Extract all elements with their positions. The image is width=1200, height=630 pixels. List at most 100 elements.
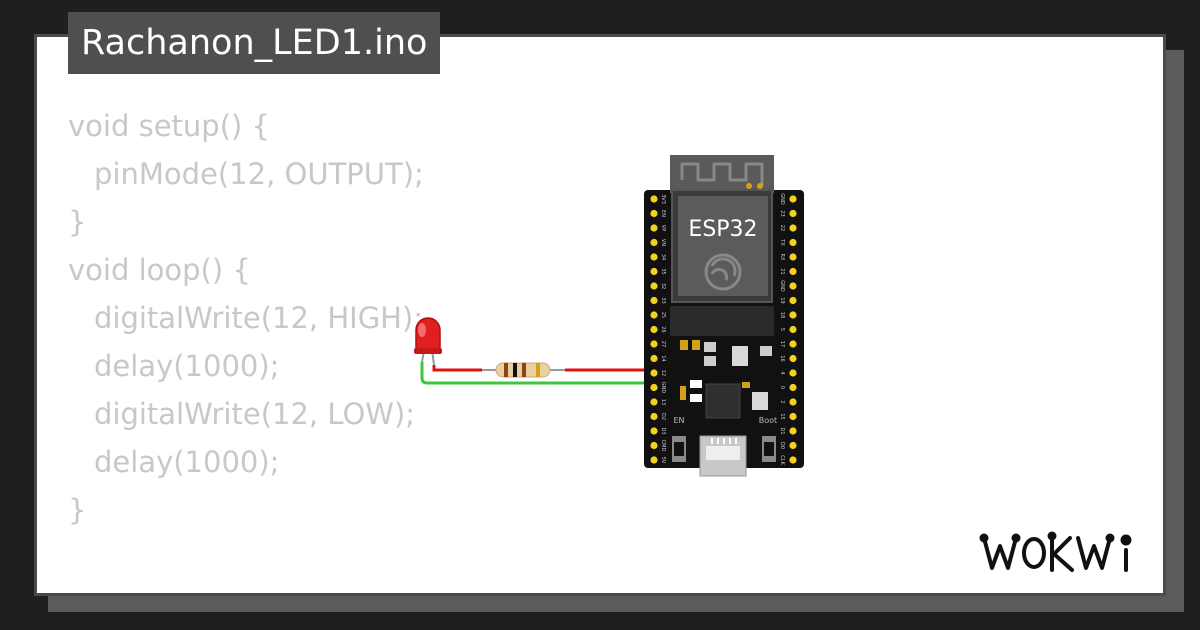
pin-label: CMD — [660, 440, 666, 452]
usb-pin — [723, 438, 725, 444]
pin-left-2[interactable] — [650, 224, 658, 232]
resistor[interactable] — [495, 362, 551, 378]
pin-right-6[interactable] — [789, 282, 797, 290]
code-line: digitalWrite(12, LOW); — [94, 397, 416, 431]
pin-label: D2 — [660, 413, 666, 420]
pin-left-10[interactable] — [650, 340, 658, 348]
pin-label: 26 — [660, 326, 666, 332]
pin-left-14[interactable] — [650, 398, 658, 406]
code-line: delay(1000); — [94, 445, 280, 479]
pin-left-15[interactable] — [650, 412, 658, 421]
pin-label: GND — [779, 193, 785, 205]
pin-left-3[interactable] — [650, 238, 658, 247]
pin-right-7[interactable] — [789, 296, 797, 305]
pin-left-18[interactable] — [650, 456, 658, 464]
espressif-icon — [704, 253, 742, 291]
pin-label: 16 — [779, 355, 785, 361]
usb-pin — [717, 438, 719, 444]
en-button-label: EN — [673, 416, 684, 425]
code-line: } — [68, 493, 87, 527]
pin-label: 4 — [779, 371, 785, 374]
pin-label: 12 — [660, 370, 666, 376]
pin-label: 22 — [779, 225, 785, 231]
pin-left-1[interactable] — [650, 209, 658, 218]
pin-label: TX — [779, 238, 785, 246]
project-filename[interactable]: Rachanon_LED1.ino — [68, 12, 441, 74]
pin-label: D3 — [660, 427, 666, 434]
pin-label: 33 — [660, 297, 666, 303]
code-line: void setup() { — [68, 109, 270, 143]
code-line: } — [68, 205, 87, 239]
pin-left-12[interactable] — [650, 369, 658, 377]
pin-label: 25 — [660, 312, 666, 318]
code-line: pinMode(12, OUTPUT); — [94, 157, 424, 191]
pin-label: D0 — [779, 442, 785, 449]
pin-right-14[interactable] — [789, 398, 797, 406]
code-line: void loop() { — [68, 253, 251, 287]
pin-right-17[interactable] — [789, 441, 797, 450]
pin-label: 13 — [660, 399, 666, 405]
pin-right-0[interactable] — [789, 195, 797, 203]
pin-left-5[interactable] — [650, 267, 658, 276]
pin-left-4[interactable] — [650, 253, 658, 261]
usb-pin — [711, 438, 713, 444]
pin-label: 5V — [660, 457, 666, 464]
pin-label: 3V3 — [660, 194, 666, 204]
pin-label: 0 — [779, 386, 785, 389]
pin-right-8[interactable] — [789, 311, 797, 319]
wokwi-logo — [979, 531, 1132, 572]
pin-label: 19 — [779, 297, 785, 303]
left-pin-header[interactable]: 3V3ENVPVN343532332526271412GND13D2D3CMD5… — [650, 194, 666, 464]
pin-right-12[interactable] — [789, 369, 797, 377]
pin-label: 32 — [660, 283, 666, 289]
pin-right-2[interactable] — [789, 224, 797, 232]
pin-left-7[interactable] — [650, 296, 658, 305]
pin-right-4[interactable] — [789, 253, 797, 261]
pin-right-9[interactable] — [789, 325, 797, 334]
pin-label: 14 — [660, 355, 666, 361]
pin-right-11[interactable] — [789, 354, 797, 363]
pin-label: 18 — [779, 312, 785, 318]
pin-left-13[interactable] — [650, 383, 658, 392]
pin-label: 27 — [660, 341, 666, 347]
pin-left-9[interactable] — [650, 325, 658, 334]
pin-label: RX — [779, 254, 785, 261]
usb-pin — [729, 438, 731, 444]
red-led[interactable] — [414, 317, 442, 366]
pin-right-16[interactable] — [789, 427, 797, 435]
pin-right-3[interactable] — [789, 238, 797, 247]
pin-label: D1 — [779, 427, 785, 434]
pin-label: GND — [660, 382, 666, 394]
pin-right-5[interactable] — [789, 267, 797, 276]
pin-label: CLK — [779, 455, 785, 465]
pin-right-10[interactable] — [789, 340, 797, 348]
pin-left-16[interactable] — [650, 427, 658, 435]
code-line: digitalWrite(12, HIGH); — [94, 301, 424, 335]
pin-label: 17 — [779, 341, 785, 347]
pin-left-6[interactable] — [650, 282, 658, 290]
pin-left-17[interactable] — [650, 441, 658, 450]
pin-label: 35 — [660, 268, 666, 274]
pin-right-15[interactable] — [789, 412, 797, 421]
pin-label: EN — [660, 210, 666, 217]
pin-right-13[interactable] — [789, 383, 797, 392]
board-label: ESP32 — [688, 217, 757, 242]
pin-left-0[interactable] — [650, 195, 658, 203]
pin-label: 15 — [779, 413, 785, 419]
pin-label: GND — [779, 280, 785, 292]
pin-left-11[interactable] — [650, 354, 658, 363]
pin-label: VN — [660, 239, 666, 246]
ground-wire — [420, 362, 654, 385]
pin-right-1[interactable] — [789, 209, 797, 218]
pin-left-8[interactable] — [650, 311, 658, 319]
pin-label: 34 — [660, 254, 666, 260]
pin-label: 2 — [779, 400, 785, 403]
pin-right-18[interactable] — [789, 456, 797, 464]
boot-button-label: Boot — [759, 416, 777, 425]
code-preview: void setup() { pinMode(12, OUTPUT);} void … — [68, 102, 424, 534]
pin-label: 23 — [779, 210, 785, 216]
project-card — [34, 34, 1166, 596]
